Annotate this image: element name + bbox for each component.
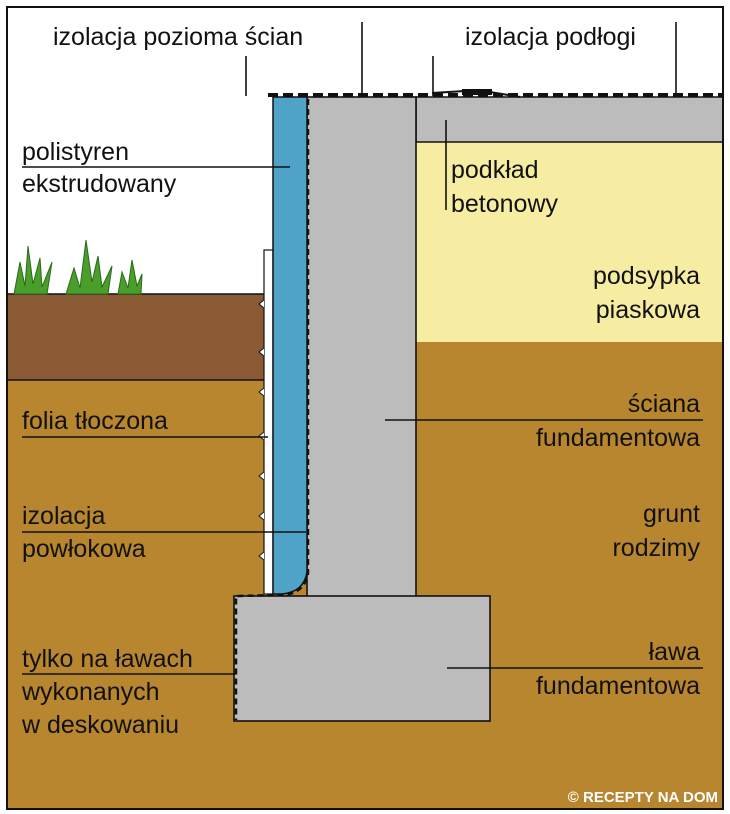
label-native-soil-line1: grunt (643, 500, 700, 528)
membrane-dimples (258, 299, 265, 561)
floor-insulation-joint (462, 89, 492, 95)
label-xps-line2: ekstrudowany (22, 170, 177, 198)
plants-icon (13, 239, 143, 295)
label-footing-line2: fundamentowa (536, 672, 700, 700)
label-wall-horizontal-insulation: izolacja pozioma ścian (53, 23, 303, 51)
label-dimpled-membrane: folia tłoczona (22, 407, 168, 435)
footing (233, 595, 491, 722)
diagram-frame (6, 6, 724, 810)
polystyrene-board (272, 96, 308, 595)
sand-fill-layer (416, 142, 723, 342)
leader-floor-insulation (432, 22, 677, 96)
foundation-wall (306, 96, 417, 598)
label-sand-fill-line1: podsypka (593, 262, 700, 290)
dimpled-membrane-strip (263, 249, 274, 595)
topsoil-layer (6, 293, 268, 381)
label-xps-line1: polistyren (22, 138, 129, 166)
coating-insulation-line (234, 99, 310, 720)
label-formwork-note-line2: wykonanych (21, 678, 160, 706)
label-floor-insulation: izolacja podłogi (465, 23, 636, 51)
label-formwork-note-line1: tylko na ławach (22, 645, 193, 673)
leader-wall-horizontal-insulation (245, 22, 363, 96)
label-footing-line1: ława (649, 638, 701, 666)
label-concrete-base-line2: betonowy (451, 190, 559, 218)
label-native-soil-line2: rodzimy (612, 534, 700, 562)
label-coating-insulation-line1: izolacja (22, 502, 105, 530)
watermark: © RECEPTY NA DOM (568, 789, 718, 806)
label-sand-fill-line2: piaskowa (596, 296, 700, 324)
label-coating-insulation-line2: powłokowa (22, 535, 146, 563)
label-formwork-note-line3: w deskowaniu (21, 711, 179, 739)
label-foundation-wall-line2: fundamentowa (536, 424, 700, 452)
concrete-base-layer (415, 96, 724, 143)
label-concrete-base-line1: podkład (451, 156, 539, 184)
label-foundation-wall-line1: ściana (628, 390, 700, 418)
